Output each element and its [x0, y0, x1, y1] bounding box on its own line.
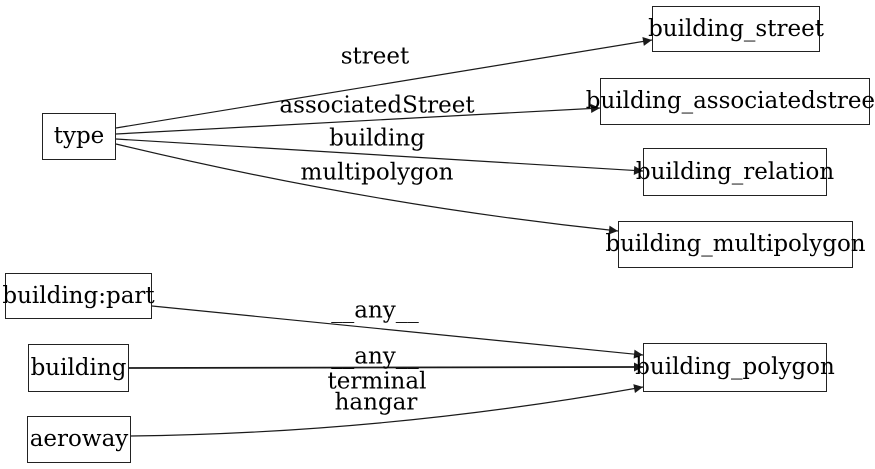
- edge-label: terminal: [327, 368, 427, 395]
- edge-type-to-building_relation: [115, 138, 644, 175]
- node-building_polygon: building_polygon: [635, 343, 835, 392]
- node-label: building_street: [648, 15, 824, 42]
- edge-type-to-building_street: [115, 37, 653, 129]
- edge-label: street: [340, 43, 410, 70]
- edge-building-to-building_polygon: [128, 362, 644, 372]
- edge-label: hangar: [334, 389, 418, 416]
- node-label: building: [30, 354, 127, 381]
- edge-type-to-building_multipolygon: [115, 143, 619, 235]
- edge-label: __any__: [331, 297, 419, 324]
- node-label: building:part: [2, 282, 155, 309]
- node-label: type: [53, 123, 105, 149]
- edge-building_part-to-building_polygon: [151, 305, 644, 359]
- node-building_part: building:part: [2, 273, 155, 319]
- edge-label: associatedStreet: [279, 92, 475, 119]
- node-type: type: [42, 113, 116, 160]
- edge-type-to-building_associatedstreet: [115, 103, 601, 135]
- node-label: building_polygon: [635, 354, 835, 380]
- node-building_street: building_street: [648, 6, 824, 52]
- node-label: building_associatedstreet: [585, 88, 875, 114]
- node-building_relation: building_relation: [636, 148, 834, 196]
- edge-aeroway-to-building_polygon: [130, 384, 644, 437]
- edge-label: building: [329, 125, 425, 152]
- node-building: building: [28, 344, 129, 392]
- node-label: aeroway: [29, 426, 129, 452]
- edge-label: __any__: [331, 343, 419, 370]
- node-label: building_relation: [635, 158, 835, 185]
- node-label: building_multipolygon: [605, 231, 866, 257]
- node-aeroway: aeroway: [27, 416, 131, 463]
- edge-label: multipolygon: [300, 159, 454, 186]
- node-building_associatedstreet: building_associatedstreet: [586, 78, 875, 125]
- node-building_multipolygon: building_multipolygon: [605, 221, 866, 268]
